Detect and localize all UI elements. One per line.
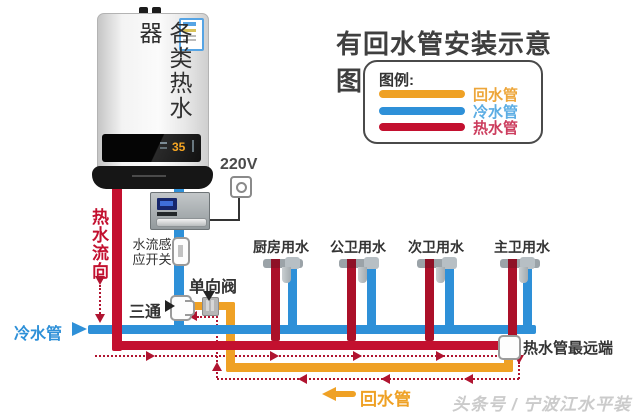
controller-buttons bbox=[157, 212, 177, 216]
hot-flow-dotted-vertical bbox=[99, 285, 101, 314]
legend-label-cold: 冷水管 bbox=[473, 104, 519, 121]
cold-inlet-arrow bbox=[72, 322, 87, 336]
cold-pipe-sensor-drop bbox=[174, 226, 184, 334]
return-pipe-label: 回水管 bbox=[360, 390, 411, 409]
fixture-label-kitchen: 厨房用水 bbox=[253, 239, 309, 255]
flow-sensor-label: 水流感 应开关 bbox=[130, 237, 174, 267]
return-flow-dotted-tee bbox=[197, 316, 218, 318]
tee-pointer-icon bbox=[165, 300, 175, 312]
hot-riser-guest-bath bbox=[347, 264, 356, 341]
heater-vent-icon bbox=[139, 7, 148, 15]
far-end-tee-fitting bbox=[498, 335, 521, 360]
heater-display-panel: 35 bbox=[102, 134, 201, 162]
flow-sensor-slot bbox=[178, 245, 183, 257]
hot-pipe-heater-drop bbox=[112, 183, 122, 351]
diagram-title: 有回水管安装示意图 bbox=[336, 29, 553, 96]
legend-swatch-return bbox=[379, 90, 465, 98]
faucet-icon bbox=[263, 259, 303, 268]
flow-sensor-controller bbox=[150, 192, 210, 230]
check-valve-pointer-icon bbox=[203, 291, 215, 301]
heater-temperature-readout: 35 bbox=[172, 140, 186, 154]
return-pipe-arrow-icon bbox=[322, 387, 336, 401]
legend-box: 图例: 回水管 冷水管 热水管 bbox=[363, 60, 543, 144]
return-flow-arrow-left-1 bbox=[298, 374, 307, 384]
water-heater: 各类热水器 35 bbox=[97, 13, 209, 174]
legend-label-hot: 热水管 bbox=[473, 120, 519, 137]
legend-swatch-hot bbox=[379, 123, 465, 131]
return-pipe-left-drop bbox=[226, 302, 235, 372]
hot-flow-arrow-right-1 bbox=[146, 351, 155, 361]
flow-sensor-label-line1: 水流感 bbox=[132, 237, 172, 252]
fixture-label-guest-bath: 公卫用水 bbox=[330, 239, 386, 255]
cold-riser-second-bath bbox=[445, 266, 454, 328]
faucet-spout bbox=[519, 267, 528, 283]
hot-riser-second-bath bbox=[425, 264, 434, 341]
legend-swatch-cold bbox=[379, 107, 465, 115]
cold-riser-kitchen bbox=[288, 266, 297, 328]
return-pipe-bottom-run bbox=[226, 363, 513, 372]
energy-label-sticker bbox=[179, 18, 204, 51]
power-outlet-icon bbox=[230, 176, 252, 198]
hot-pipe-main bbox=[112, 341, 502, 350]
cold-pipe-label: 冷水管 bbox=[14, 326, 63, 343]
power-wire-horizontal bbox=[208, 219, 240, 221]
tee-fitting-stub bbox=[185, 300, 195, 316]
tee-label: 三通 bbox=[129, 304, 162, 321]
hot-flow-arrow-right-2 bbox=[270, 351, 279, 361]
faucet-spout bbox=[358, 267, 367, 283]
faucet-hot-port bbox=[425, 259, 434, 268]
hot-flow-arrow-right-4 bbox=[436, 351, 445, 361]
hot-riser-master-bath bbox=[508, 264, 517, 338]
heater-base bbox=[92, 166, 213, 189]
faucet-cap bbox=[520, 257, 535, 269]
faucet-spout bbox=[436, 267, 445, 283]
faucet-cap bbox=[442, 257, 457, 269]
power-voltage-label: 220V bbox=[220, 156, 258, 173]
cold-riser-master-bath bbox=[523, 266, 532, 334]
faucet-hot-port bbox=[347, 259, 356, 268]
hot-flow-arrow-down-1 bbox=[95, 276, 105, 285]
faucet-hot-port bbox=[271, 259, 280, 268]
fixture-label-second-bath: 次卫用水 bbox=[408, 239, 464, 255]
legend-label-return: 回水管 bbox=[473, 87, 519, 104]
hot-riser-kitchen bbox=[271, 264, 280, 341]
power-wire-vertical bbox=[238, 193, 240, 221]
heater-label: 各类热水器 bbox=[136, 21, 192, 121]
hot-flow-arrow-right-3 bbox=[353, 351, 362, 361]
faucet-spout bbox=[282, 267, 291, 283]
check-valve-label: 单向阀 bbox=[189, 279, 238, 296]
far-end-label: 热水管最远端 bbox=[523, 340, 614, 357]
heater-brand-mark bbox=[132, 175, 166, 177]
legend-heading: 图例: bbox=[379, 72, 414, 89]
faucet-hot-port bbox=[508, 259, 517, 268]
return-flow-arrow-up bbox=[212, 362, 222, 371]
faucet-cap bbox=[285, 257, 300, 269]
hot-flow-arrow-down-2 bbox=[95, 314, 105, 323]
watermark: 头条号 / 宁波江水平装修 bbox=[452, 395, 632, 414]
return-flow-arrow-left-3 bbox=[464, 374, 473, 384]
return-flow-dotted-bottom bbox=[217, 378, 519, 380]
flow-sensor-label-line2: 应开关 bbox=[132, 252, 172, 267]
faucet-cap bbox=[364, 257, 379, 269]
return-flow-arrow-down-far bbox=[514, 355, 524, 364]
faucet-icon bbox=[417, 259, 457, 268]
flow-sensor-fitting bbox=[172, 237, 190, 266]
cold-riser-guest-bath bbox=[367, 266, 376, 328]
controller-sensor-tube bbox=[156, 218, 207, 227]
fixture-label-master-bath: 主卫用水 bbox=[494, 239, 550, 255]
faucet-icon bbox=[339, 259, 379, 268]
cold-pipe-main bbox=[88, 325, 536, 334]
hot-flow-direction-label: 热水流向 bbox=[89, 208, 108, 280]
return-flow-arrow-into-tee bbox=[188, 311, 197, 321]
controller-lcd bbox=[157, 198, 177, 210]
hot-flow-dotted-main bbox=[95, 355, 497, 357]
return-flow-arrow-left-2 bbox=[381, 374, 390, 384]
heater-vent-icon bbox=[152, 7, 161, 15]
return-pipe-far-riser bbox=[504, 351, 513, 372]
return-flow-dotted-far bbox=[518, 362, 520, 379]
return-pipe-arrow-shaft bbox=[335, 391, 356, 397]
